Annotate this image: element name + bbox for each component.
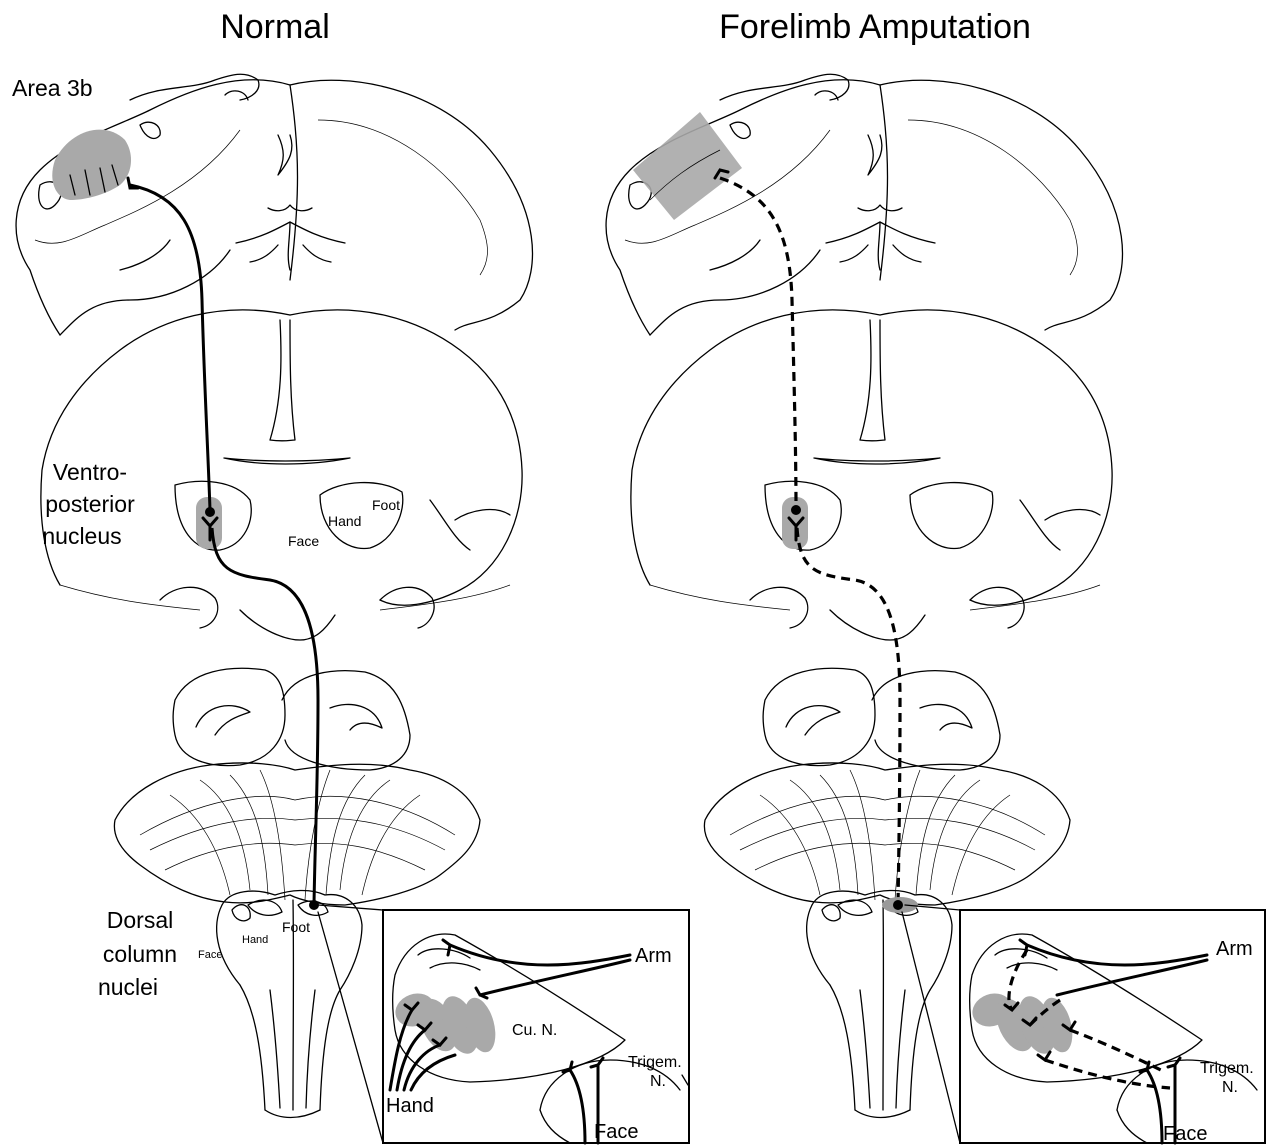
label-thal-face: Face (288, 533, 319, 549)
inset-label-face: Face (594, 1121, 638, 1143)
pathway-dcn-thalamus (212, 528, 318, 905)
label-dcn-face: Face (198, 949, 222, 961)
cortex-synapse (128, 178, 138, 188)
thalamus-section-amputation (631, 310, 1112, 640)
inset-connector-top (318, 905, 383, 910)
inset-label-face-r: Face (1163, 1123, 1207, 1145)
dashed-pathway-cortex-thalamus (720, 178, 796, 510)
inset-amputation: Arm Trigem. N. Face (960, 910, 1265, 1145)
label-area3b: Area 3b (12, 75, 93, 101)
panel-normal: Normal Area 3b Ventro- posterior nucleus… (12, 8, 689, 1143)
pathway-cortex-thalamus (130, 185, 210, 510)
vpn-cell-body (205, 507, 215, 517)
label-thal-foot: Foot (372, 497, 400, 513)
label-vpn-1: Ventro- (53, 459, 127, 485)
label-dcn-1: Dorsal (107, 907, 173, 933)
inset-normal: Arm Hand Cu. N. Trigem. N. Face (383, 910, 689, 1143)
label-dcn-hand: Hand (242, 934, 268, 946)
area3b-hand-region (52, 130, 131, 200)
inset-label-trigem-2-r: N. (1222, 1079, 1238, 1096)
label-dcn-foot: Foot (282, 919, 310, 935)
label-vpn-3: nucleus (42, 523, 121, 549)
cortex-section-normal (16, 74, 532, 335)
inset-label-cun: Cu. N. (512, 1022, 557, 1039)
vpn-cell-body-amputation (791, 505, 801, 515)
label-thal-hand: Hand (328, 513, 361, 529)
inset-label-arm-r: Arm (1216, 938, 1253, 960)
label-dcn-3: nuclei (98, 974, 158, 1000)
label-vpn-2: posterior (45, 491, 135, 517)
inset-label-trigem-1: Trigem. (628, 1054, 682, 1071)
inset-label-arm: Arm (635, 945, 672, 967)
label-dcn-2: column (103, 941, 177, 967)
inset-label-hand: Hand (386, 1095, 434, 1117)
panel-title-amputation: Forelimb Amputation (719, 8, 1031, 46)
dcn-cell-body-amputation (893, 900, 903, 910)
panel-amputation: Forelimb Amputation (606, 8, 1265, 1145)
panel-title-normal: Normal (220, 8, 330, 46)
inset-label-trigem-2: N. (650, 1073, 666, 1090)
area3b-reorganized-region (633, 112, 742, 220)
inset-label-trigem-1-r: Trigem. (1200, 1060, 1254, 1077)
